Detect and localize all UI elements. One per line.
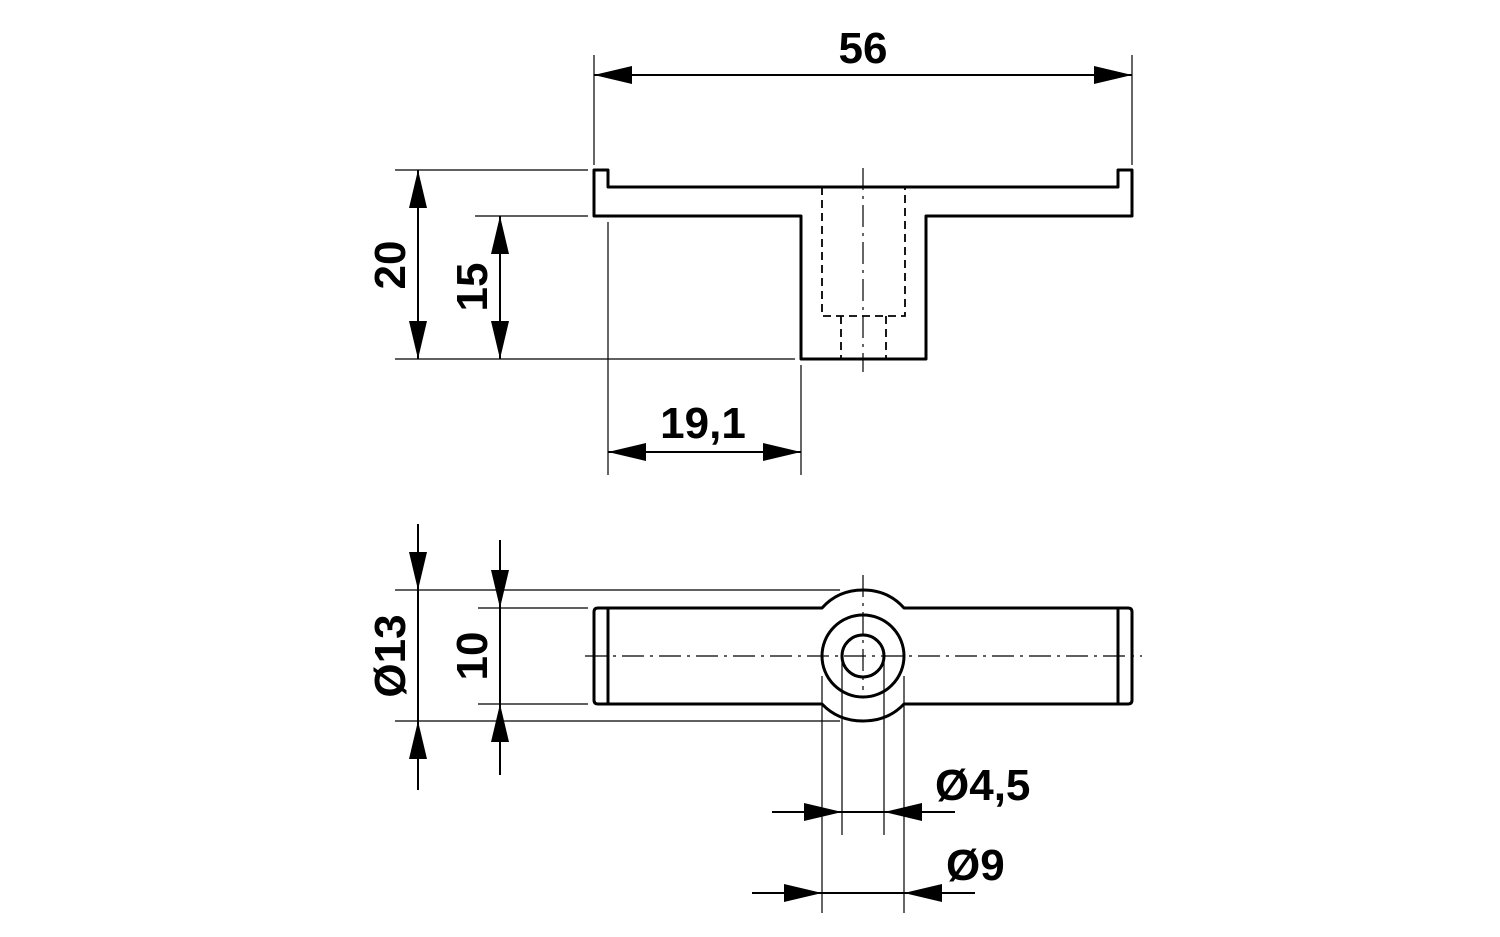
side-view-outline (592, 168, 1134, 361)
arrow-20-top (409, 170, 427, 208)
side-view: 56 20 15 19,1 (366, 24, 1134, 475)
arrow-56-left (594, 66, 632, 84)
arrow-d4-5-right (884, 803, 922, 821)
dim-label-d4-5: Ø4,5 (935, 761, 1030, 810)
top-view-outline (592, 588, 1134, 723)
dim-label-10: 10 (448, 632, 497, 681)
dim-label-20: 20 (366, 241, 415, 290)
arrow-d4-5-left (804, 803, 842, 821)
arrow-15-bottom (491, 321, 509, 359)
arrow-d13-top (409, 552, 427, 590)
dim-label-15: 15 (448, 263, 497, 312)
arrow-19-1-right (763, 443, 801, 461)
arrow-10-bottom (491, 704, 509, 742)
dim-label-19-1: 19,1 (660, 399, 746, 448)
arrow-d9-left (784, 884, 822, 902)
arrow-d9-right (904, 884, 942, 902)
dim-label-d9: Ø9 (946, 841, 1005, 890)
arrow-19-1-left (608, 443, 646, 461)
dim-label-d13: Ø13 (366, 614, 415, 697)
arrow-d13-bottom (409, 721, 427, 759)
arrow-56-right (1094, 66, 1132, 84)
arrow-10-top (491, 570, 509, 608)
hidden-thread (840, 316, 887, 359)
top-view: Ø13 10 Ø4,5 Ø9 (366, 524, 1142, 913)
arrow-15-top (491, 216, 509, 254)
arrow-20-bottom (409, 321, 427, 359)
dim-label-56: 56 (839, 24, 888, 73)
